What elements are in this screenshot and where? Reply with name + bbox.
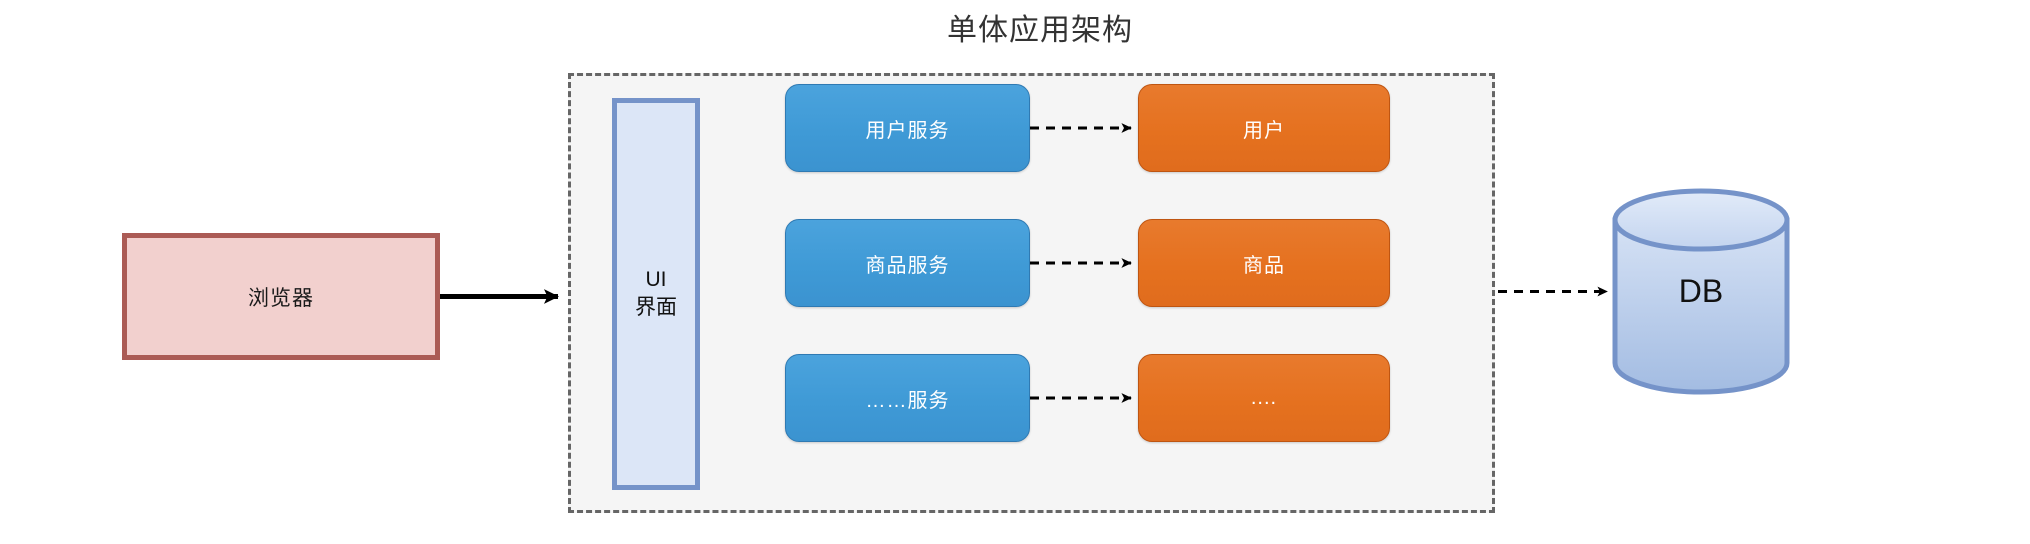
entity-node-product[interactable]: 商品 <box>1138 219 1390 307</box>
database-cylinder-icon <box>1612 188 1790 395</box>
ui-layer-label: UI 界面 <box>635 266 677 322</box>
ui-layer-label-line1: UI <box>645 268 667 291</box>
page-title: 单体应用架构 <box>0 12 2030 50</box>
ui-layer-node[interactable]: UI 界面 <box>612 98 700 490</box>
entity-node-product-label: 商品 <box>1243 254 1285 277</box>
browser-node[interactable]: 浏览器 <box>122 233 440 360</box>
database-node[interactable]: DB <box>1612 188 1790 395</box>
ui-layer-label-line2: 界面 <box>635 296 677 319</box>
service-node-other[interactable]: ……服务 <box>785 354 1030 442</box>
entity-node-user[interactable]: 用户 <box>1138 84 1390 172</box>
entity-node-other[interactable]: .... <box>1138 354 1390 442</box>
service-node-product[interactable]: 商品服务 <box>785 219 1030 307</box>
service-node-other-label: ……服务 <box>865 389 950 412</box>
entity-node-user-label: 用户 <box>1243 119 1285 142</box>
service-node-product-label: 商品服务 <box>865 254 950 277</box>
entity-node-other-label: .... <box>1250 386 1278 409</box>
browser-node-label: 浏览器 <box>248 286 314 310</box>
service-node-user[interactable]: 用户服务 <box>785 84 1030 172</box>
page-title-text: 单体应用架构 <box>947 14 1133 47</box>
service-node-user-label: 用户服务 <box>865 119 950 142</box>
